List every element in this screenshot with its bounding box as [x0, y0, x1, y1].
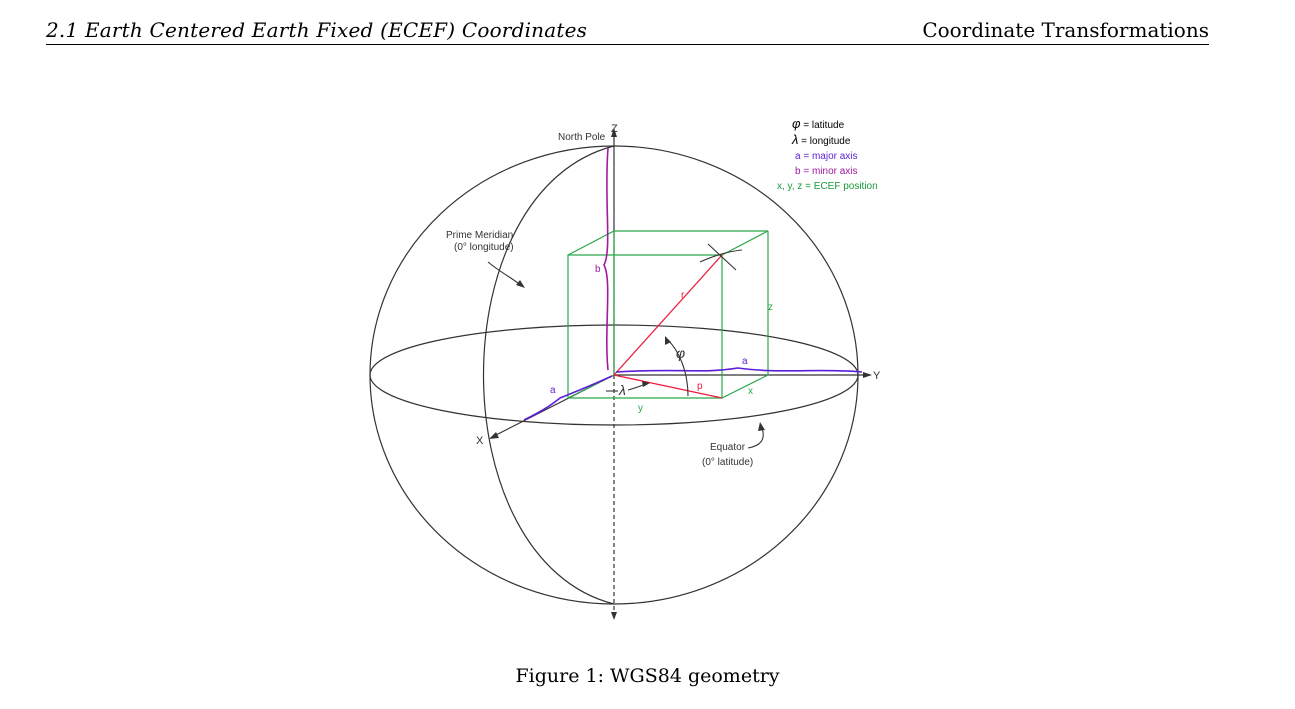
- major-axis-brace-right: [615, 367, 863, 373]
- major-axis-brace-left: [523, 375, 613, 421]
- prime-meridian-pointer-head: [516, 280, 525, 288]
- legend-longitude: λ = longitude: [791, 132, 851, 147]
- equator-sublabel: (0° latitude): [702, 457, 753, 468]
- legend-latitude: φ = latitude: [792, 116, 845, 131]
- y-axis-label: Y: [873, 370, 881, 382]
- z-axis-label: Z: [611, 123, 618, 135]
- legend-ecef-position: x, y, z = ECEF position: [777, 181, 878, 192]
- p-label: p: [697, 381, 703, 392]
- a-left-label: a: [550, 385, 556, 396]
- legend-lambda-symbol: λ: [791, 132, 798, 147]
- z-axis-down-arrow: [611, 612, 617, 620]
- legend-minor-axis: b = minor axis: [795, 166, 858, 177]
- phi-label: φ: [676, 345, 685, 361]
- b-label: b: [595, 264, 601, 275]
- legend-latitude-text: = latitude: [800, 120, 844, 131]
- page-header: 2.1 Earth Centered Earth Fixed (ECEF) Co…: [46, 14, 1209, 45]
- legend-major-axis: a = major axis: [795, 151, 858, 162]
- equator-pointer: [747, 427, 764, 449]
- r-label: r: [681, 290, 685, 301]
- x-axis-label: X: [476, 435, 484, 447]
- longitude-arrow: [642, 381, 650, 387]
- equator-label: Equator: [710, 442, 746, 453]
- prime-meridian-pointer: [487, 261, 523, 287]
- z-label: z: [768, 302, 773, 313]
- legend: φ = latitude λ = longitude a = major axi…: [777, 116, 878, 192]
- latitude-arc: [667, 339, 689, 397]
- a-right-label: a: [742, 356, 748, 367]
- latitude-arrow: [665, 336, 671, 345]
- y-label: y: [638, 403, 643, 414]
- equator-pointer-head: [758, 422, 765, 431]
- projection-line: [613, 374, 723, 399]
- x-axis-arrow: [489, 432, 499, 439]
- north-pole-label: North Pole: [558, 132, 606, 143]
- point-marker: [699, 243, 743, 271]
- prime-meridian-curve: [483, 145, 615, 605]
- y-axis-arrow: [863, 372, 872, 378]
- legend-phi-symbol: φ: [792, 116, 801, 131]
- radius-line: [613, 254, 723, 376]
- x-label: x: [748, 386, 753, 397]
- legend-longitude-text: = longitude: [798, 136, 850, 147]
- prime-meridian-sublabel: (0° longitude): [454, 242, 514, 253]
- chapter-title: Coordinate Transformations: [922, 18, 1209, 42]
- z-axis-arrow: [611, 128, 617, 137]
- minor-axis-brace: [603, 147, 609, 371]
- prime-meridian-label: Prime Meridian: [446, 230, 513, 241]
- figure-caption: Figure 1: WGS84 geometry: [515, 665, 780, 687]
- section-title: 2.1 Earth Centered Earth Fixed (ECEF) Co…: [46, 18, 588, 42]
- lambda-label: λ: [618, 382, 626, 398]
